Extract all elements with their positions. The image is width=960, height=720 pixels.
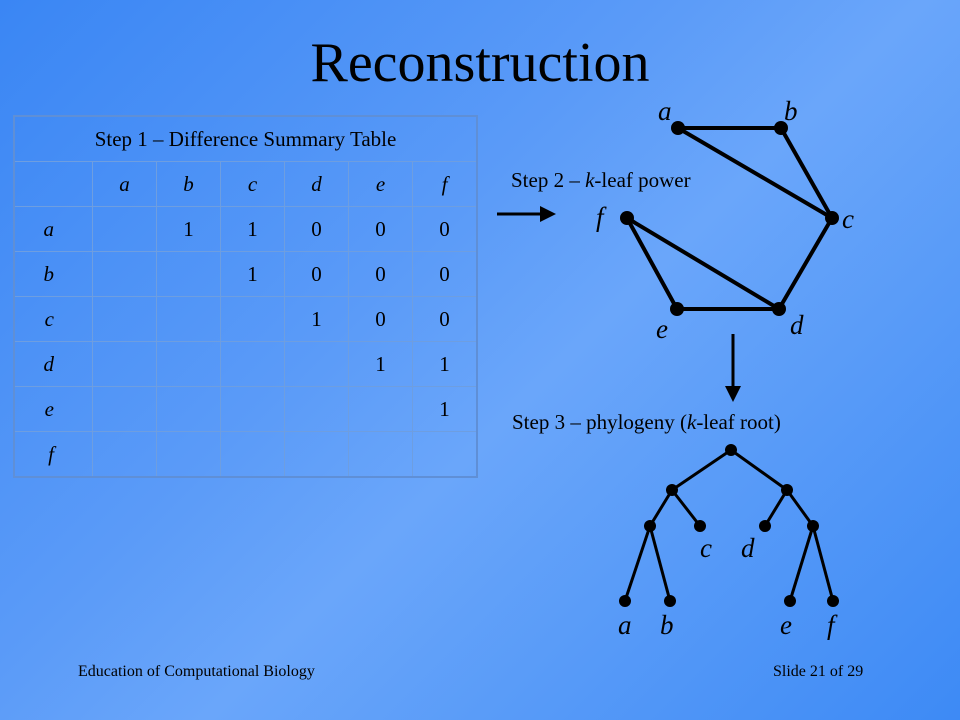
tree-edge (811, 525, 835, 602)
phylogeny-tree: a b c d e f (618, 444, 839, 640)
tree-leaf-label: a (618, 610, 632, 640)
table-cell (220, 386, 285, 432)
graph-node (825, 211, 839, 225)
table-row: f (13, 431, 478, 478)
tree-node (694, 520, 706, 532)
leaf-power-graph: a b c d e f (596, 96, 854, 344)
table-cell (348, 386, 413, 432)
step3-italic: k (686, 410, 697, 434)
tree-leaf-label: b (660, 610, 674, 640)
graph-node (670, 302, 684, 316)
tree-edge (671, 448, 732, 492)
table-cell (220, 431, 285, 478)
graph-edge (676, 126, 834, 220)
tree-node (666, 484, 678, 496)
footer-slide-number: Slide 21 of 29 (773, 663, 864, 680)
graph-node-label: d (790, 310, 804, 340)
table-cell (412, 431, 478, 478)
graph-edge (625, 217, 679, 310)
tree-node (784, 595, 796, 607)
step2-label: Step 2 – k-leaf power (511, 168, 691, 193)
tree-node (781, 484, 793, 496)
table-cell (92, 431, 157, 478)
table-cell: 0 (348, 206, 413, 252)
tree-node (644, 520, 656, 532)
tree-edge (730, 448, 788, 492)
table-cell: 0 (412, 296, 478, 342)
graph-edge (779, 127, 834, 219)
row-header: e (13, 386, 93, 432)
step2-suffix: -leaf power (594, 168, 691, 192)
table-cell: 0 (284, 206, 349, 252)
table-cell: 1 (412, 341, 478, 387)
tree-node (759, 520, 771, 532)
table-cell (348, 431, 413, 478)
table-cell (92, 341, 157, 387)
graph-node-label: a (658, 96, 672, 126)
graph-node-label: b (784, 96, 798, 126)
down-arrow-icon (725, 334, 741, 402)
right-arrow-icon (497, 206, 556, 222)
graph-node (671, 121, 685, 135)
table-row: a 1 1 0 0 0 (13, 206, 478, 252)
table-cell (156, 386, 221, 432)
tree-edge (785, 489, 815, 527)
tree-leaf-label: f (827, 610, 838, 640)
tree-edge (623, 525, 652, 602)
step2-prefix: Step 2 – (511, 168, 586, 192)
tree-edge (670, 489, 702, 527)
table-row: c 1 0 0 (13, 296, 478, 342)
step3-suffix: -leaf root) (696, 410, 781, 434)
table-cell: 0 (348, 251, 413, 297)
table-cell: 1 (412, 386, 478, 432)
graph-node (772, 302, 786, 316)
footer-course-title: Education of Computational Biology (78, 663, 315, 680)
table-row: e 1 (13, 386, 478, 432)
graph-node-label: c (842, 204, 854, 234)
table-row: b 1 0 0 0 (13, 251, 478, 297)
table-cell (156, 431, 221, 478)
table-cell (156, 251, 221, 297)
step3-prefix: Step 3 – phylogeny ( (512, 410, 687, 434)
table-cell: 1 (348, 341, 413, 387)
row-header: f (13, 431, 93, 478)
tree-edge (763, 489, 789, 527)
difference-summary-table: Step 1 – Difference Summary Table a b c … (13, 115, 478, 478)
tree-node (807, 520, 819, 532)
graph-node (620, 211, 634, 225)
table-cell (92, 296, 157, 342)
column-header: f (412, 161, 478, 207)
graph-edge (625, 216, 781, 311)
table-cell (92, 251, 157, 297)
tree-leaf-label: e (780, 610, 792, 640)
tree-edge (788, 525, 815, 602)
table-cell (92, 386, 157, 432)
table-cell (284, 386, 349, 432)
graph-node (774, 121, 788, 135)
tree-node (619, 595, 631, 607)
column-header: b (156, 161, 221, 207)
tree-node (664, 595, 676, 607)
table-cell (156, 296, 221, 342)
tree-edge (648, 525, 672, 602)
tree-leaf-label: d (741, 533, 755, 563)
step3-label: Step 3 – phylogeny (k-leaf root) (512, 410, 781, 435)
tree-node (827, 595, 839, 607)
graph-edge (777, 216, 834, 311)
row-header: c (13, 296, 93, 342)
graph-node-label: f (596, 202, 607, 232)
step2-italic: k (585, 168, 595, 192)
slide-title: Reconstruction (310, 32, 650, 94)
tree-leaf-label: c (700, 533, 712, 563)
table-cell: 1 (220, 206, 285, 252)
tree-node (725, 444, 737, 456)
column-header: e (348, 161, 413, 207)
graph-node-label: e (656, 314, 668, 344)
tree-edge (648, 489, 674, 527)
